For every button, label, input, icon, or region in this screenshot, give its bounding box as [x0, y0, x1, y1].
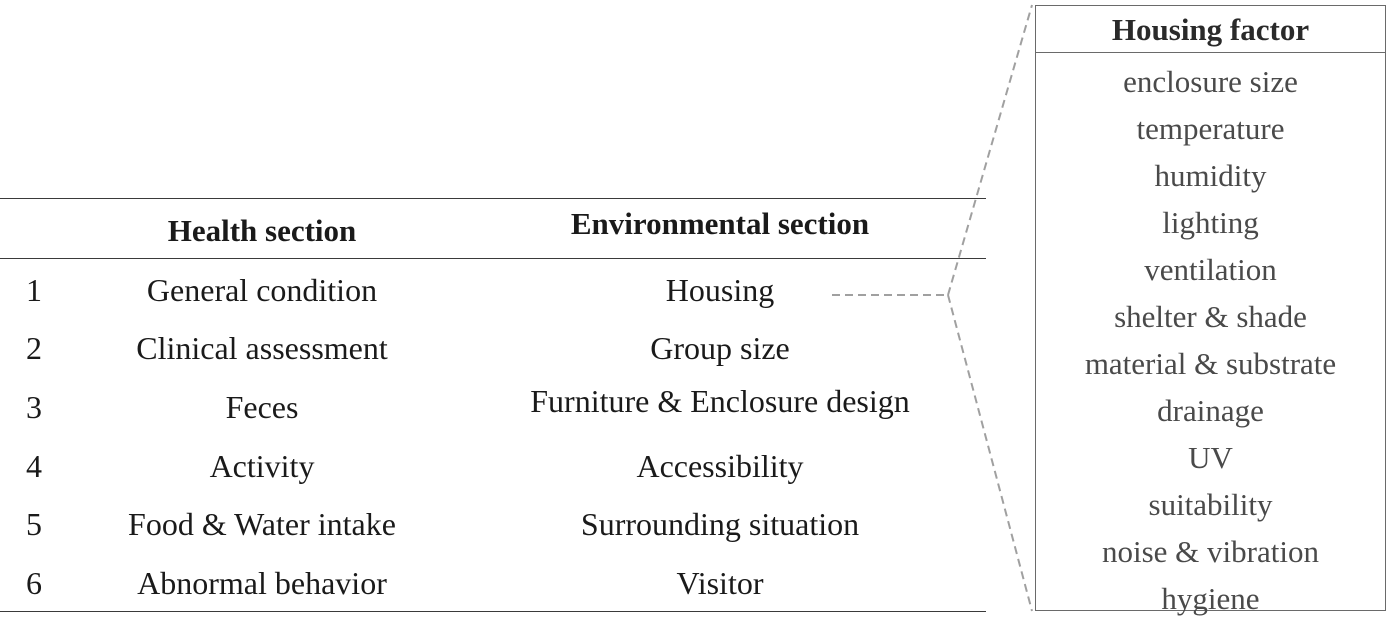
row-number: 1 [26, 272, 42, 308]
health-section-header: Health section [167, 213, 357, 248]
health-item: Food & Water intake [128, 506, 396, 542]
list-item: lighting [1162, 205, 1259, 240]
list-item: temperature [1136, 111, 1285, 146]
environmental-item: Accessibility [636, 448, 804, 484]
environmental-item: Visitor [676, 565, 764, 601]
row-number: 5 [26, 506, 42, 542]
health-item: Abnormal behavior [137, 565, 387, 601]
health-item: General condition [146, 272, 378, 308]
health-item: Clinical assessment [136, 330, 388, 366]
environmental-item: Group size [650, 330, 790, 366]
table-header-rule [0, 258, 986, 259]
environmental-item: Furniture & Enclosure design [530, 383, 910, 419]
housing-factor-box: Housing factor enclosure size temperatur… [1035, 5, 1386, 616]
row-number: 4 [26, 448, 42, 484]
list-item: drainage [1157, 393, 1264, 428]
list-item: suitability [1148, 487, 1273, 522]
list-item: enclosure size [1123, 64, 1298, 99]
health-item: Activity [209, 448, 315, 484]
row-number: 3 [26, 389, 42, 425]
list-item: ventilation [1144, 252, 1277, 287]
environmental-item-housing: Housing [665, 272, 775, 308]
housing-factor-list: enclosure size temperature humidity ligh… [1036, 58, 1385, 622]
row-number: 6 [26, 565, 42, 601]
health-item: Feces [225, 389, 299, 425]
list-item: material & substrate [1084, 346, 1337, 381]
row-number: 2 [26, 330, 42, 366]
sections-table: Health section Environmental section 1 G… [0, 198, 986, 612]
list-item: shelter & shade [1114, 299, 1307, 334]
list-item: UV [1188, 440, 1233, 475]
housing-factor-title: Housing factor [1036, 6, 1385, 53]
list-item: humidity [1154, 158, 1267, 193]
environmental-section-header: Environmental section [570, 206, 870, 241]
table-bottom-rule [0, 611, 986, 612]
list-item: noise & vibration [1102, 534, 1319, 569]
table-top-rule [0, 198, 986, 199]
environmental-item: Surrounding situation [580, 506, 860, 542]
list-item: hygiene [1161, 581, 1260, 616]
